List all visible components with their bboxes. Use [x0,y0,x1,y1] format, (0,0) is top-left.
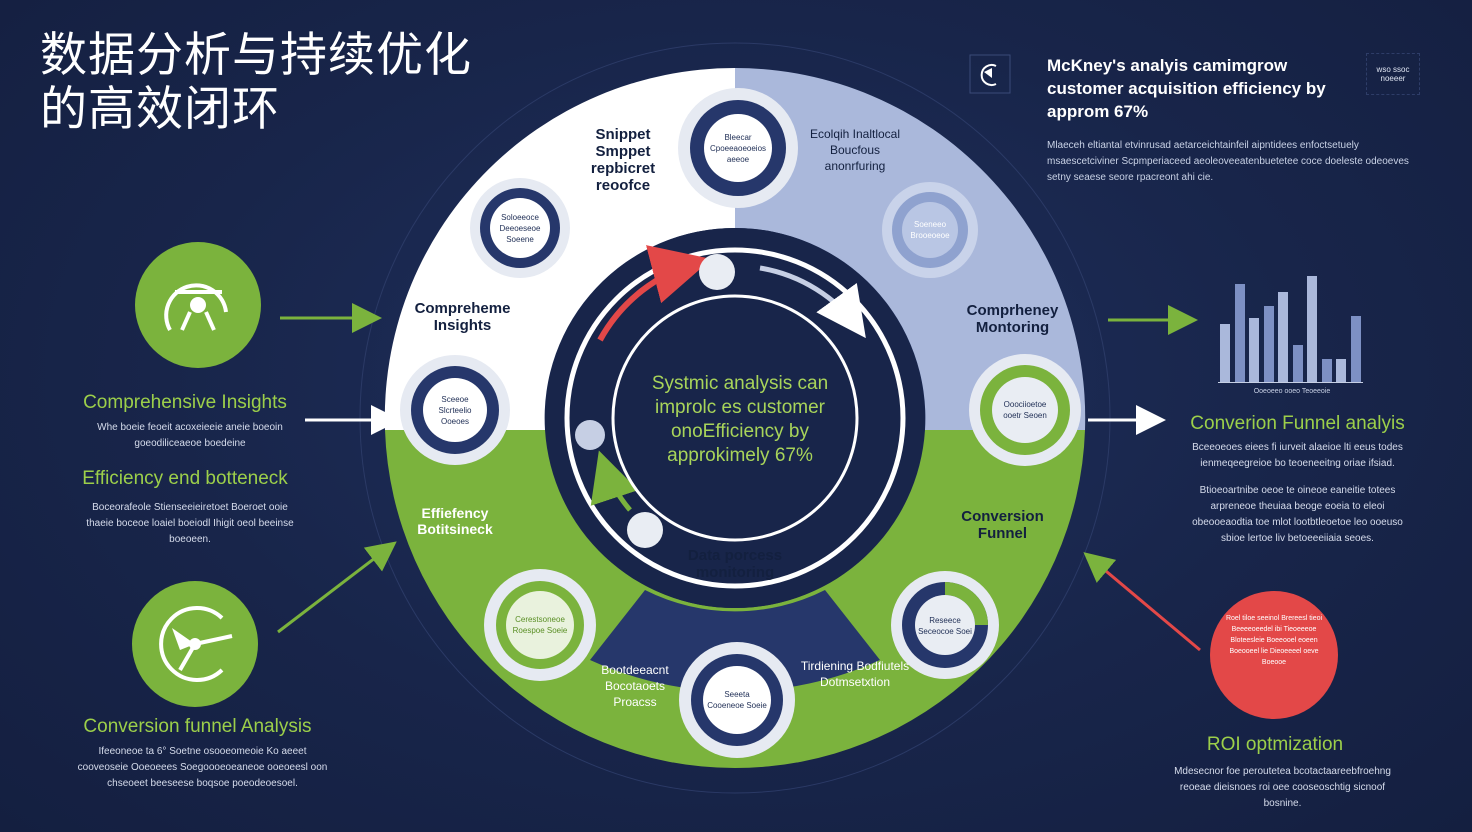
ring-label-monitoring: Comprheney Montoring [966,302,1059,336]
node-text-top-left: Soloeeoce Deeoeseoe Soeene [499,212,541,244]
node-bottom [679,642,795,758]
title-line-2: 的高效闭环 [40,82,280,135]
chart-bar-7 [1307,276,1317,382]
node-top [678,88,798,208]
insights-title: Comprehensive Insights [83,392,287,413]
node-text-left: Sceeoe Slcrteelio Ooeoes [438,394,472,426]
chart-bar-4 [1263,305,1274,382]
node-bottom-left [484,569,596,681]
node-left [400,355,510,465]
node-right [969,354,1081,466]
chart-bar-9 [1336,358,1346,382]
chart-bar-6 [1292,344,1303,382]
funnel-title: Conversion funnel Analysis [83,716,312,737]
arrow-roi [1083,552,1201,652]
chart-bar-8 [1321,358,1332,382]
corner-badge: wso ssoc noeeer [1366,53,1420,95]
green-loop-arrow [590,450,639,512]
conversion-desc-2: Btioeoartnibe oeoe te oineoe eaneitie to… [1192,485,1403,544]
ring-label-efficiency: Effiefency Botitsineck [417,505,493,537]
bottleneck-title: Efficiency end botteneck [82,468,288,489]
chart-caption: Ooeoeeo ooeo Teoeeoie [1253,388,1331,395]
inner-loop-ring [564,247,906,589]
roi-circle-text: Roel tiloe seeinol Brereesl tieoi Beeeeo… [1225,615,1323,666]
ring-label-intelligent: Ecolqih Inaltlocal Boucfous anonrfuring [809,127,901,173]
center-statement: Systmic analysis can improlc es customer… [651,373,829,466]
ring-label-bottleneck: Bootdeeacnt Bocotaoets Proacss [601,663,669,709]
header-statement: McKney's analyis camimgrow customer acqu… [1047,56,1326,121]
outer-orbit [359,42,1111,794]
arrow-funnel [277,541,397,634]
loop-marker-top [699,254,735,290]
chart-bar-10 [1350,316,1361,382]
chart-bar-2 [1234,284,1245,382]
node-top-right [882,182,978,278]
chart-axis [1218,382,1363,383]
chart-bar-3 [1249,318,1259,382]
loop-marker-bottom [627,512,663,548]
center-circle [611,294,859,542]
node-top-left [470,178,570,278]
ring-label-data-monitoring: Data porcess monitoring [687,547,783,581]
loop-marker-left [575,420,605,450]
bar-chart [1218,272,1363,382]
funnel-chart-icon [132,581,258,707]
bottleneck-desc: Boceorafeole Stienseeieiretoet Boeroet o… [86,502,294,545]
roi-title: ROI optmization [1206,734,1344,755]
node-text-bottom-right: Reseece Seceocoe Soei [918,616,972,636]
chart-bar-1 [1220,323,1230,382]
ring-segment-navy [590,590,880,692]
back-arrow-icon[interactable] [969,54,1011,94]
roi-red-circle [1210,591,1338,719]
insights-desc: Whe boeie feoeit acoxeieeie aneie boeoin… [97,422,283,449]
conversion-desc-1: Bceeoeoes eiees fi iurveit alaeioe lti e… [1192,442,1403,469]
node-text-top: Bleecar Cpoeeaoeoeios aeeoe [709,132,767,164]
title-line-1: 数据分析与持续优化 [40,28,472,81]
ring-label-comprehensive: Compreheme Insights [414,300,511,334]
white-loop-arrow [759,265,866,339]
ring-label-conversion: Conversion Funnel [961,508,1044,542]
node-text-right: Ooociioetoe ooetr Seoen [1003,400,1047,420]
ring-label-snippet: Snippet Smppet repbicret reoofce [590,126,656,194]
node-text-top-right: Soeneeo Brooeoeoe [910,220,950,240]
roi-desc: Mdesecnor foe peroutetea bcotactaareebfr… [1174,766,1391,809]
node-text-bottom: Seeeta Cooeneoe Soeie [707,690,767,710]
node-text-bottom-left: Cerestsoneoe Roespoe Soeie [512,615,568,635]
analytics-loop-icon [135,242,261,368]
node-bottom-right [891,571,999,679]
header-body: Mlaeceh eltiantal etvinrusad aetarceicht… [1047,140,1409,183]
page-title: 数据分析与持续优化 的高效闭环 [40,28,472,136]
funnel-desc: Ifeeoneoe ta 6° Soetne osooeomeoie Ko ae… [77,746,328,789]
chart-bar-5 [1278,291,1288,382]
ring-label-tracking: Tirdiening Bodfiutels Dotmsetxtion [800,659,910,689]
conversion-title: Converion Funnel analyis [1190,413,1405,434]
red-loop-arrow [597,245,712,342]
